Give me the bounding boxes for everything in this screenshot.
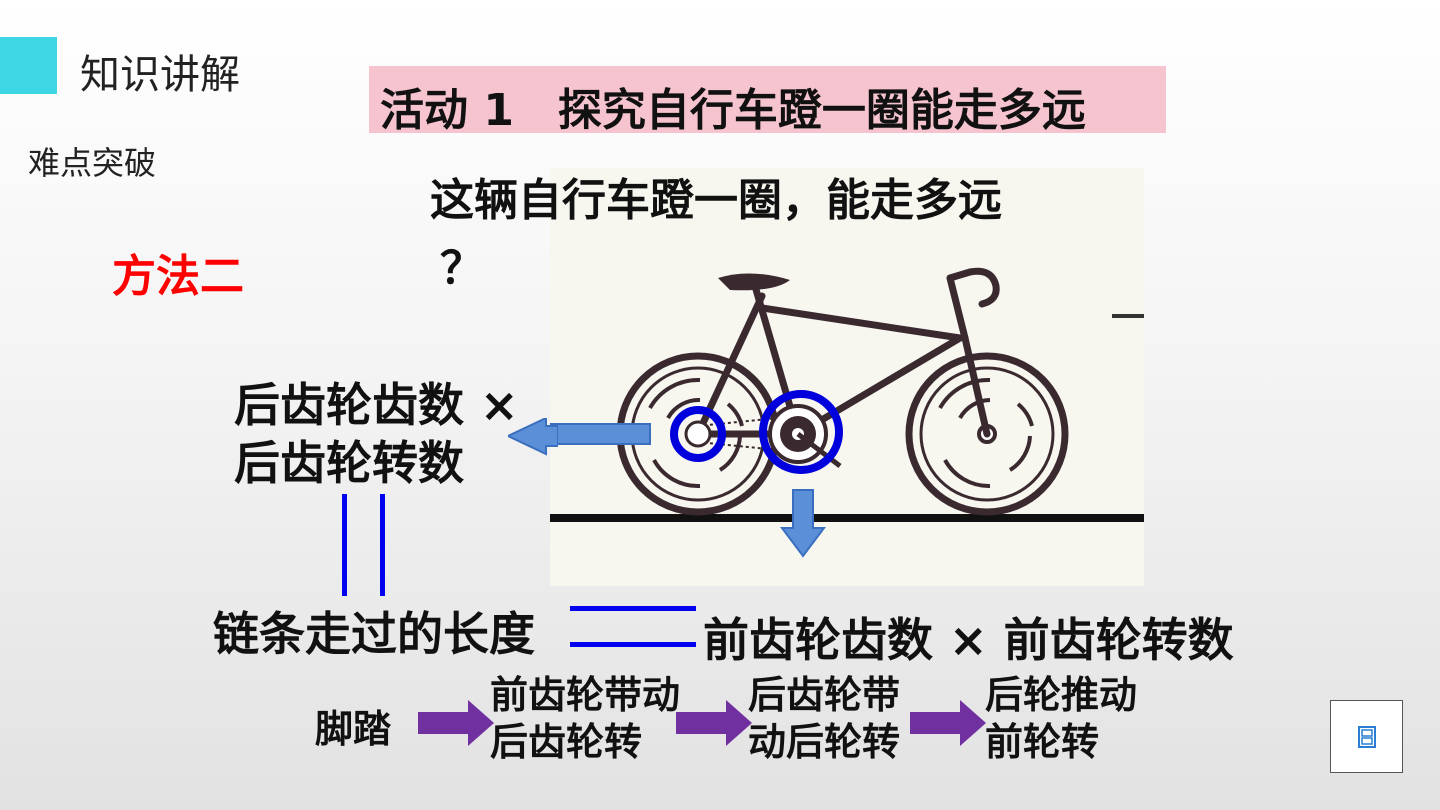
- media-button[interactable]: [1330, 700, 1403, 773]
- rear-formula-line1: 后齿轮齿数 ×: [234, 378, 519, 432]
- subsection-label: 难点突破: [28, 144, 157, 182]
- rear-gear-highlight: [670, 406, 726, 462]
- flow-step-3-line2: 前轮转: [985, 720, 1100, 764]
- front-gear-formula: 前齿轮齿数 × 前齿轮转数: [703, 613, 1234, 667]
- film-icon: [1357, 725, 1376, 748]
- flow-step-3: 后轮推动 前轮转: [985, 672, 1137, 766]
- question-text: 这辆自行车蹬一圈，能走多远: [430, 175, 1002, 226]
- down-arrow-icon: [780, 489, 826, 558]
- flow-arrow-2-icon: [676, 700, 752, 746]
- front-gear-highlight: [759, 390, 843, 474]
- flow-pedal: 脚踏: [315, 707, 392, 751]
- horizontal-equals-icon: [570, 606, 696, 647]
- bicycle-icon: [550, 267, 1144, 558]
- flow-step-2-line1: 后齿轮带: [748, 673, 901, 717]
- rear-gear-formula: 后齿轮齿数 × 后齿轮转数: [234, 376, 519, 492]
- left-arrow-icon: [550, 423, 651, 445]
- activity-banner: [369, 66, 1166, 133]
- accent-square: [0, 37, 57, 94]
- bicycle-illustration: [550, 168, 1144, 586]
- flow-step-1-line2: 后齿轮转: [490, 720, 643, 764]
- rear-formula-line2: 后齿轮转数: [234, 436, 464, 490]
- activity-title: 活动 1 探究自行车蹬一圈能走多远: [380, 85, 1086, 136]
- vertical-equals-icon: [342, 494, 385, 596]
- flow-step-1: 前齿轮带动 后齿轮转: [490, 672, 680, 766]
- section-title: 知识讲解: [80, 52, 240, 98]
- flow-step-2-line2: 动后轮转: [748, 720, 901, 764]
- flow-step-3-line1: 后轮推动: [985, 673, 1138, 717]
- question-mark: ？: [440, 243, 484, 294]
- flow-step-2: 后齿轮带 动后轮转: [748, 672, 900, 766]
- chain-length-label: 链条走过的长度: [213, 607, 535, 661]
- method-label: 方法二: [112, 251, 244, 302]
- left-arrow-head-icon: [508, 418, 558, 456]
- flow-arrow-1-icon: [418, 700, 494, 746]
- flow-step-1-line1: 前齿轮带动: [490, 673, 681, 717]
- flow-arrow-3-icon: [910, 700, 986, 746]
